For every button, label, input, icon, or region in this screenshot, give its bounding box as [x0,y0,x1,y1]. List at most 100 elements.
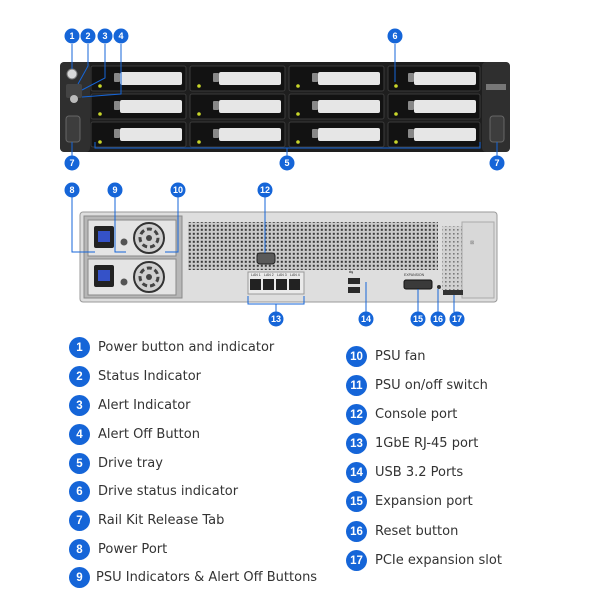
pcie-slot[interactable] [443,290,463,295]
rj45-port[interactable] [289,279,300,290]
svg-text:2: 2 [85,31,90,41]
drive-tray[interactable] [387,121,481,148]
legend-label: PSU Indicators & Alert Off Buttons [96,570,318,585]
drive-tray[interactable] [189,121,286,148]
reset-button[interactable] [437,285,441,289]
legend-label: Drive status indicator [98,484,239,499]
lan-label: LAN 3 [277,273,287,277]
vent-grille-side [442,226,462,290]
legend-label: Reset button [375,524,459,539]
power-button[interactable] [66,68,78,80]
front-view [60,44,510,156]
svg-text:4: 4 [118,31,123,41]
drive-tray[interactable] [288,121,385,148]
legend-item: 9 PSU Indicators & Alert Off Buttons [69,567,317,588]
rear-view: ⊠ LAN 1 LAN 2 LAN 3 LAN 4 ⇆ EXPANSION [71,196,498,312]
legend-badge: 2 [69,366,90,387]
svg-text:8: 8 [69,185,74,195]
legend-badge: 8 [69,539,90,560]
callout-badge: 15 [410,311,426,327]
usb-mark: ⇆ [349,270,353,276]
callout-badge: 8 [64,182,80,198]
rj45-port[interactable] [263,279,274,290]
psu-indicator[interactable] [120,238,128,246]
callout-badge: 14 [358,311,374,327]
legend-label: PCIe expansion slot [375,553,502,568]
drive-tray[interactable] [90,65,187,92]
rail-release-tab-right[interactable] [489,115,505,143]
legend-badge: 15 [346,491,367,512]
drive-tray[interactable] [387,93,481,120]
svg-text:7: 7 [69,158,74,168]
psu-2 [87,258,177,296]
callout-badge: 17 [449,311,465,327]
legend-item: 5 Drive tray [69,453,163,474]
drive-tray[interactable] [189,65,286,92]
lan-ports: LAN 1 LAN 2 LAN 3 LAN 4 [247,271,305,295]
legend-badge: 9 [69,567,90,588]
psu-1 [87,219,177,257]
drive-tray[interactable] [288,65,385,92]
expansion-port[interactable] [403,279,433,290]
vent-grille [188,222,438,270]
alert-off-button[interactable] [70,95,78,103]
psu-indicator[interactable] [120,278,128,286]
legend-label: Console port [375,407,458,422]
drive-tray[interactable] [387,65,481,92]
legend-badge: 6 [69,481,90,502]
drive-tray[interactable] [90,93,187,120]
callout-badge: 4 [113,28,129,44]
legend-badge: 13 [346,433,367,454]
callout-badge: 5 [279,155,295,171]
svg-text:7: 7 [494,158,499,168]
callout-badge: 10 [170,182,186,198]
front-leader-lines [71,44,498,156]
legend-badge: 17 [346,550,367,571]
callout-badge: 6 [387,28,403,44]
usb-port[interactable] [348,278,360,284]
callout-badge: 7 [64,155,80,171]
usb-port[interactable] [348,287,360,293]
callout-badge: 1 [64,28,80,44]
pcie-slot-cover [461,221,495,299]
legend-badge: 11 [346,375,367,396]
svg-text:12: 12 [260,185,270,195]
rail-release-tab-left[interactable] [65,115,81,143]
legend-badge: 5 [69,453,90,474]
drive-tray[interactable] [288,93,385,120]
legend-item: 8 Power Port [69,539,167,560]
drive-tray[interactable] [189,93,286,120]
svg-text:14: 14 [361,314,371,324]
callout-badge: 16 [430,311,446,327]
svg-text:15: 15 [413,314,423,324]
rj45-port[interactable] [250,279,261,290]
legend-item: 11 PSU on/off switch [346,375,488,396]
legend-label: PSU on/off switch [375,378,488,393]
legend-label: Power Port [98,542,168,557]
callout-badges: 1 2 3 4 6 7 5 7 8 9 10 12 13 14 15 16 17 [64,28,505,327]
legend-label: PSU fan [375,349,426,364]
callout-badge: 2 [80,28,96,44]
lan-label: LAN 2 [264,273,274,277]
drive-tray[interactable] [90,121,187,148]
callout-badge: 13 [268,311,284,327]
legend-label: Alert Off Button [98,427,200,442]
svg-text:13: 13 [271,314,281,324]
pcie-slot-mark: ⊠ [470,240,474,246]
legend-label: Drive tray [98,456,163,471]
callout-badge: 3 [97,28,113,44]
console-port[interactable] [256,252,276,265]
legend-label: Power button and indicator [98,340,275,355]
expansion-label: EXPANSION [404,273,425,277]
rj45-port[interactable] [276,279,287,290]
hardware-diagram: ⊠ LAN 1 LAN 2 LAN 3 LAN 4 ⇆ EXPANSION [60,28,510,327]
legend-badge: 3 [69,395,90,416]
lan-label: LAN 4 [290,273,300,277]
